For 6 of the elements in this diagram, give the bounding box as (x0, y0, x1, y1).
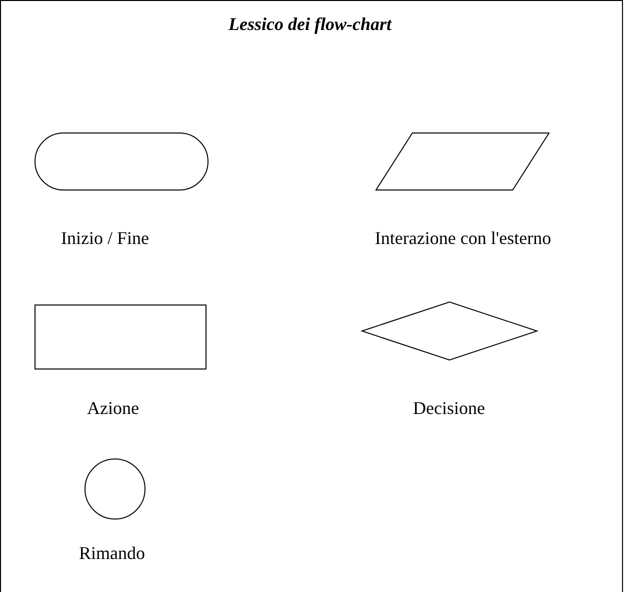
symbol-caption: Decisione (413, 398, 485, 419)
symbol-caption: Inizio / Fine (61, 228, 149, 249)
symbol-caption: Rimando (79, 543, 145, 564)
symbol-caption: Interazione con l'esterno (374, 228, 552, 249)
title: Lessico dei flow-chart (228, 14, 392, 35)
symbol-caption: Azione (87, 398, 139, 419)
